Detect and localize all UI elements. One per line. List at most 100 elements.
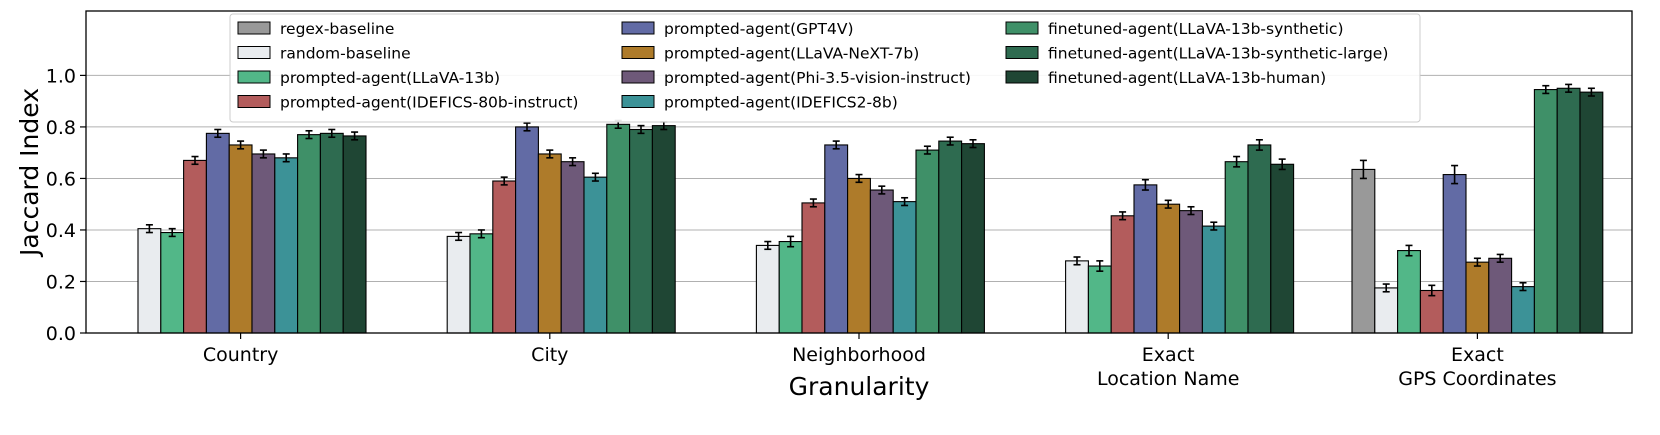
bar	[651, 125, 676, 334]
bar	[847, 177, 871, 334]
legend-swatch	[1005, 46, 1039, 59]
bar	[1201, 225, 1226, 334]
legend-item: prompted-agent(LLaVA-NeXT-7b)	[621, 45, 919, 63]
bar	[961, 143, 985, 334]
bar	[228, 144, 253, 334]
legend-swatch	[1005, 21, 1039, 35]
bar	[469, 233, 494, 334]
legend-label: prompted-agent(IDEFICS-80b-instruct)	[280, 94, 578, 112]
legend-label: prompted-agent(IDEFICS2-8b)	[664, 94, 898, 112]
legend-item: regex-baseline	[237, 20, 394, 38]
legend-item: prompted-agent(LLaVA-13b)	[237, 69, 500, 87]
legend-label: prompted-agent(Phi-3.5-vision-instruct)	[664, 69, 971, 87]
x-tick-label: Country	[203, 344, 278, 366]
bar	[1110, 215, 1135, 334]
bar	[755, 244, 780, 334]
bar	[274, 157, 299, 334]
bar	[1579, 91, 1604, 334]
legend-label: prompted-agent(GPT4V)	[664, 20, 854, 38]
legend-item: prompted-agent(IDEFICS-80b-instruct)	[237, 94, 578, 112]
legend-swatch	[237, 46, 271, 59]
bar	[205, 132, 230, 334]
bar	[869, 189, 894, 334]
legend-item: finetuned-agent(LLaVA-13b-synthetic)	[1005, 20, 1344, 38]
legend-swatch	[1005, 70, 1039, 84]
bar	[778, 241, 803, 334]
bar	[1270, 163, 1295, 334]
y-tick-label: 0.0	[46, 323, 76, 345]
y-axis-label: Jaccard Index	[15, 88, 44, 258]
bar	[1247, 144, 1272, 334]
bar	[342, 135, 367, 334]
legend-item: prompted-agent(GPT4V)	[621, 20, 854, 38]
legend-label: regex-baseline	[280, 20, 394, 38]
bar	[1156, 203, 1181, 334]
bar	[606, 123, 631, 334]
bar	[492, 180, 517, 334]
legend-swatch	[621, 21, 655, 35]
bar	[1351, 168, 1376, 334]
legend-item: finetuned-agent(LLaVA-13b-human)	[1005, 69, 1326, 87]
bar	[1374, 287, 1399, 334]
bars	[137, 87, 1604, 334]
bar	[160, 231, 185, 334]
bar	[824, 144, 849, 334]
legend-swatch	[621, 95, 655, 108]
x-tick-label: Neighborhood	[792, 344, 926, 366]
legend-swatch	[621, 70, 655, 84]
legend-label: finetuned-agent(LLaVA-13b-human)	[1048, 69, 1326, 87]
error-bars	[145, 83, 1595, 297]
bar	[1465, 261, 1490, 334]
x-tick-label: GPS Coordinates	[1398, 368, 1556, 390]
bar	[137, 228, 162, 334]
legend-label: random-baseline	[280, 45, 411, 63]
legend-item: prompted-agent(IDEFICS2-8b)	[621, 94, 898, 112]
bar	[1488, 257, 1513, 334]
bar	[1556, 87, 1581, 334]
bar	[801, 202, 826, 334]
bar	[1133, 184, 1158, 334]
bar	[1065, 260, 1089, 334]
x-tick-label: Exact	[1142, 344, 1195, 366]
x-tick-label: City	[531, 344, 568, 366]
legend: regex-baseline random-baseline prompted-ag…	[229, 13, 1421, 123]
y-tick-label: 0.2	[46, 271, 76, 293]
bar	[183, 159, 207, 334]
legend-box	[229, 13, 1421, 123]
bar	[938, 140, 963, 334]
bar	[560, 161, 585, 334]
bar	[583, 176, 608, 334]
legend-swatch	[237, 95, 271, 108]
y-tick-label: 0.6	[46, 168, 76, 190]
legend-swatch	[621, 46, 655, 59]
legend-label: prompted-agent(LLaVA-13b)	[280, 69, 500, 87]
x-tick-label: Exact	[1451, 344, 1504, 366]
bar	[515, 126, 539, 334]
bar	[537, 153, 562, 334]
legend-swatch	[237, 21, 271, 35]
bar	[319, 132, 344, 334]
legend-item: finetuned-agent(LLaVA-13b-synthetic-larg…	[1005, 45, 1388, 63]
bar	[251, 153, 276, 334]
bar	[892, 201, 917, 334]
bar	[297, 134, 321, 334]
legend-item: prompted-agent(Phi-3.5-vision-instruct)	[621, 69, 971, 87]
legend-item: random-baseline	[237, 45, 411, 63]
bar	[629, 128, 653, 334]
legend-label: finetuned-agent(LLaVA-13b-synthetic)	[1048, 20, 1344, 38]
legend-label: prompted-agent(LLaVA-NeXT-7b)	[664, 45, 919, 63]
bar	[1397, 250, 1421, 334]
y-tick-label: 0.4	[46, 220, 76, 242]
bar	[1179, 210, 1203, 334]
bar	[1419, 289, 1444, 334]
y-axis-ticks: 0.00.20.40.60.81.0	[46, 65, 86, 345]
bar	[1224, 161, 1249, 334]
bar	[1442, 174, 1467, 334]
legend-label: finetuned-agent(LLaVA-13b-synthetic-larg…	[1048, 45, 1388, 63]
bar	[1087, 265, 1112, 334]
bar	[1511, 286, 1535, 334]
y-tick-label: 1.0	[46, 65, 76, 87]
x-axis-label: Granularity	[789, 372, 930, 401]
